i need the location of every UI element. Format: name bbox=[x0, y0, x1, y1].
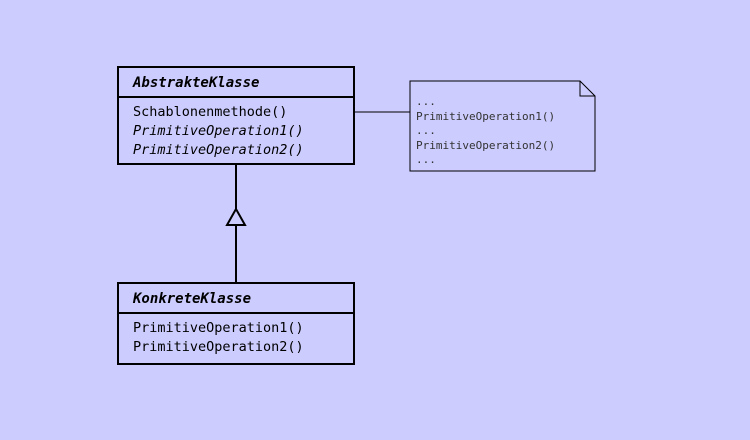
note-line: ... bbox=[416, 95, 436, 108]
concrete-class-name: KonkreteKlasse bbox=[119, 284, 353, 314]
abstract-class-name: AbstrakteKlasse bbox=[119, 68, 353, 98]
note-line: PrimitiveOperation1() bbox=[416, 109, 556, 123]
operation-primitive-2: PrimitiveOperation2() bbox=[133, 339, 304, 355]
inheritance-arrowhead bbox=[225, 206, 247, 226]
concrete-class-box: KonkreteKlasse PrimitiveOperation1() Pri… bbox=[117, 282, 355, 365]
operation-primitive-1: PrimitiveOperation1() bbox=[133, 320, 304, 336]
note-box bbox=[409, 80, 596, 172]
operation-template-method: Schablonenmethode() bbox=[133, 104, 288, 120]
note-fold bbox=[579, 81, 595, 97]
concrete-class-operations: PrimitiveOperation1() PrimitiveOperation… bbox=[119, 314, 353, 357]
operation-primitive-2: PrimitiveOperation2() bbox=[133, 142, 304, 158]
note-line: ... bbox=[416, 153, 436, 166]
operation-primitive-1: PrimitiveOperation1() bbox=[133, 123, 304, 139]
note-line: PrimitiveOperation2() bbox=[416, 138, 556, 152]
abstract-class-box: AbstrakteKlasse Schablonenmethode() Prim… bbox=[117, 66, 355, 165]
note-text: ... PrimitiveOperation1() ... PrimitiveO… bbox=[416, 95, 586, 168]
abstract-class-operations: Schablonenmethode() PrimitiveOperation1(… bbox=[119, 98, 353, 160]
note-line: ... bbox=[416, 124, 436, 137]
